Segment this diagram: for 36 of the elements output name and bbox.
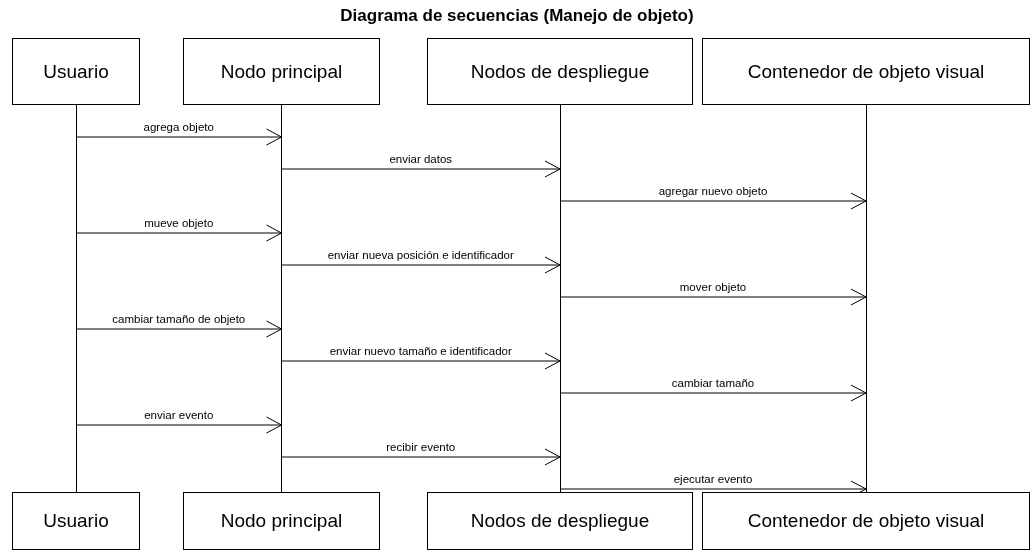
edge-label: cambiar tamaño [670,377,756,390]
edge-label: cambiar tamaño de objeto [111,313,247,326]
message-arrow [75,416,282,434]
participant-box: Nodo principal [183,492,380,550]
participant-box: Usuario [12,492,140,550]
message-arrow [559,288,867,306]
edge-label: enviar datos [388,153,454,166]
lifeline [281,105,282,492]
message-arrow [75,224,282,242]
diagram-title: Diagrama de secuencias (Manejo de objeto) [339,6,695,26]
message-arrow [75,320,282,338]
message-arrow [559,384,867,402]
message-arrow [559,192,867,210]
edge-label: enviar nueva posición e identificador [326,249,515,262]
participant-box: Usuario [12,38,140,105]
message-arrow [281,448,561,466]
lifeline [865,105,867,492]
participant-box: Nodos de despliegue [427,492,693,550]
edge-label: mover objeto [678,281,748,294]
participant-box: Contenedor de objeto visual [702,38,1030,105]
edge-label: enviar nuevo tamaño e identificador [328,345,513,358]
lifeline [75,105,77,492]
lifeline [559,105,561,492]
edge-label: ejecutar evento [672,473,754,486]
message-arrow [281,256,561,274]
edge-label: agrega objeto [142,121,215,134]
edge-label: agregar nuevo objeto [657,185,769,198]
message-arrow [281,160,561,178]
participant-box: Nodo principal [183,38,380,105]
message-arrow [75,128,282,146]
edge-label: enviar evento [143,409,215,422]
edge-label: recibir evento [385,441,457,454]
participant-box: Nodos de despliegue [427,38,693,105]
edge-label: mueve objeto [143,217,215,230]
message-arrow [281,352,561,370]
participant-box: Contenedor de objeto visual [702,492,1030,550]
